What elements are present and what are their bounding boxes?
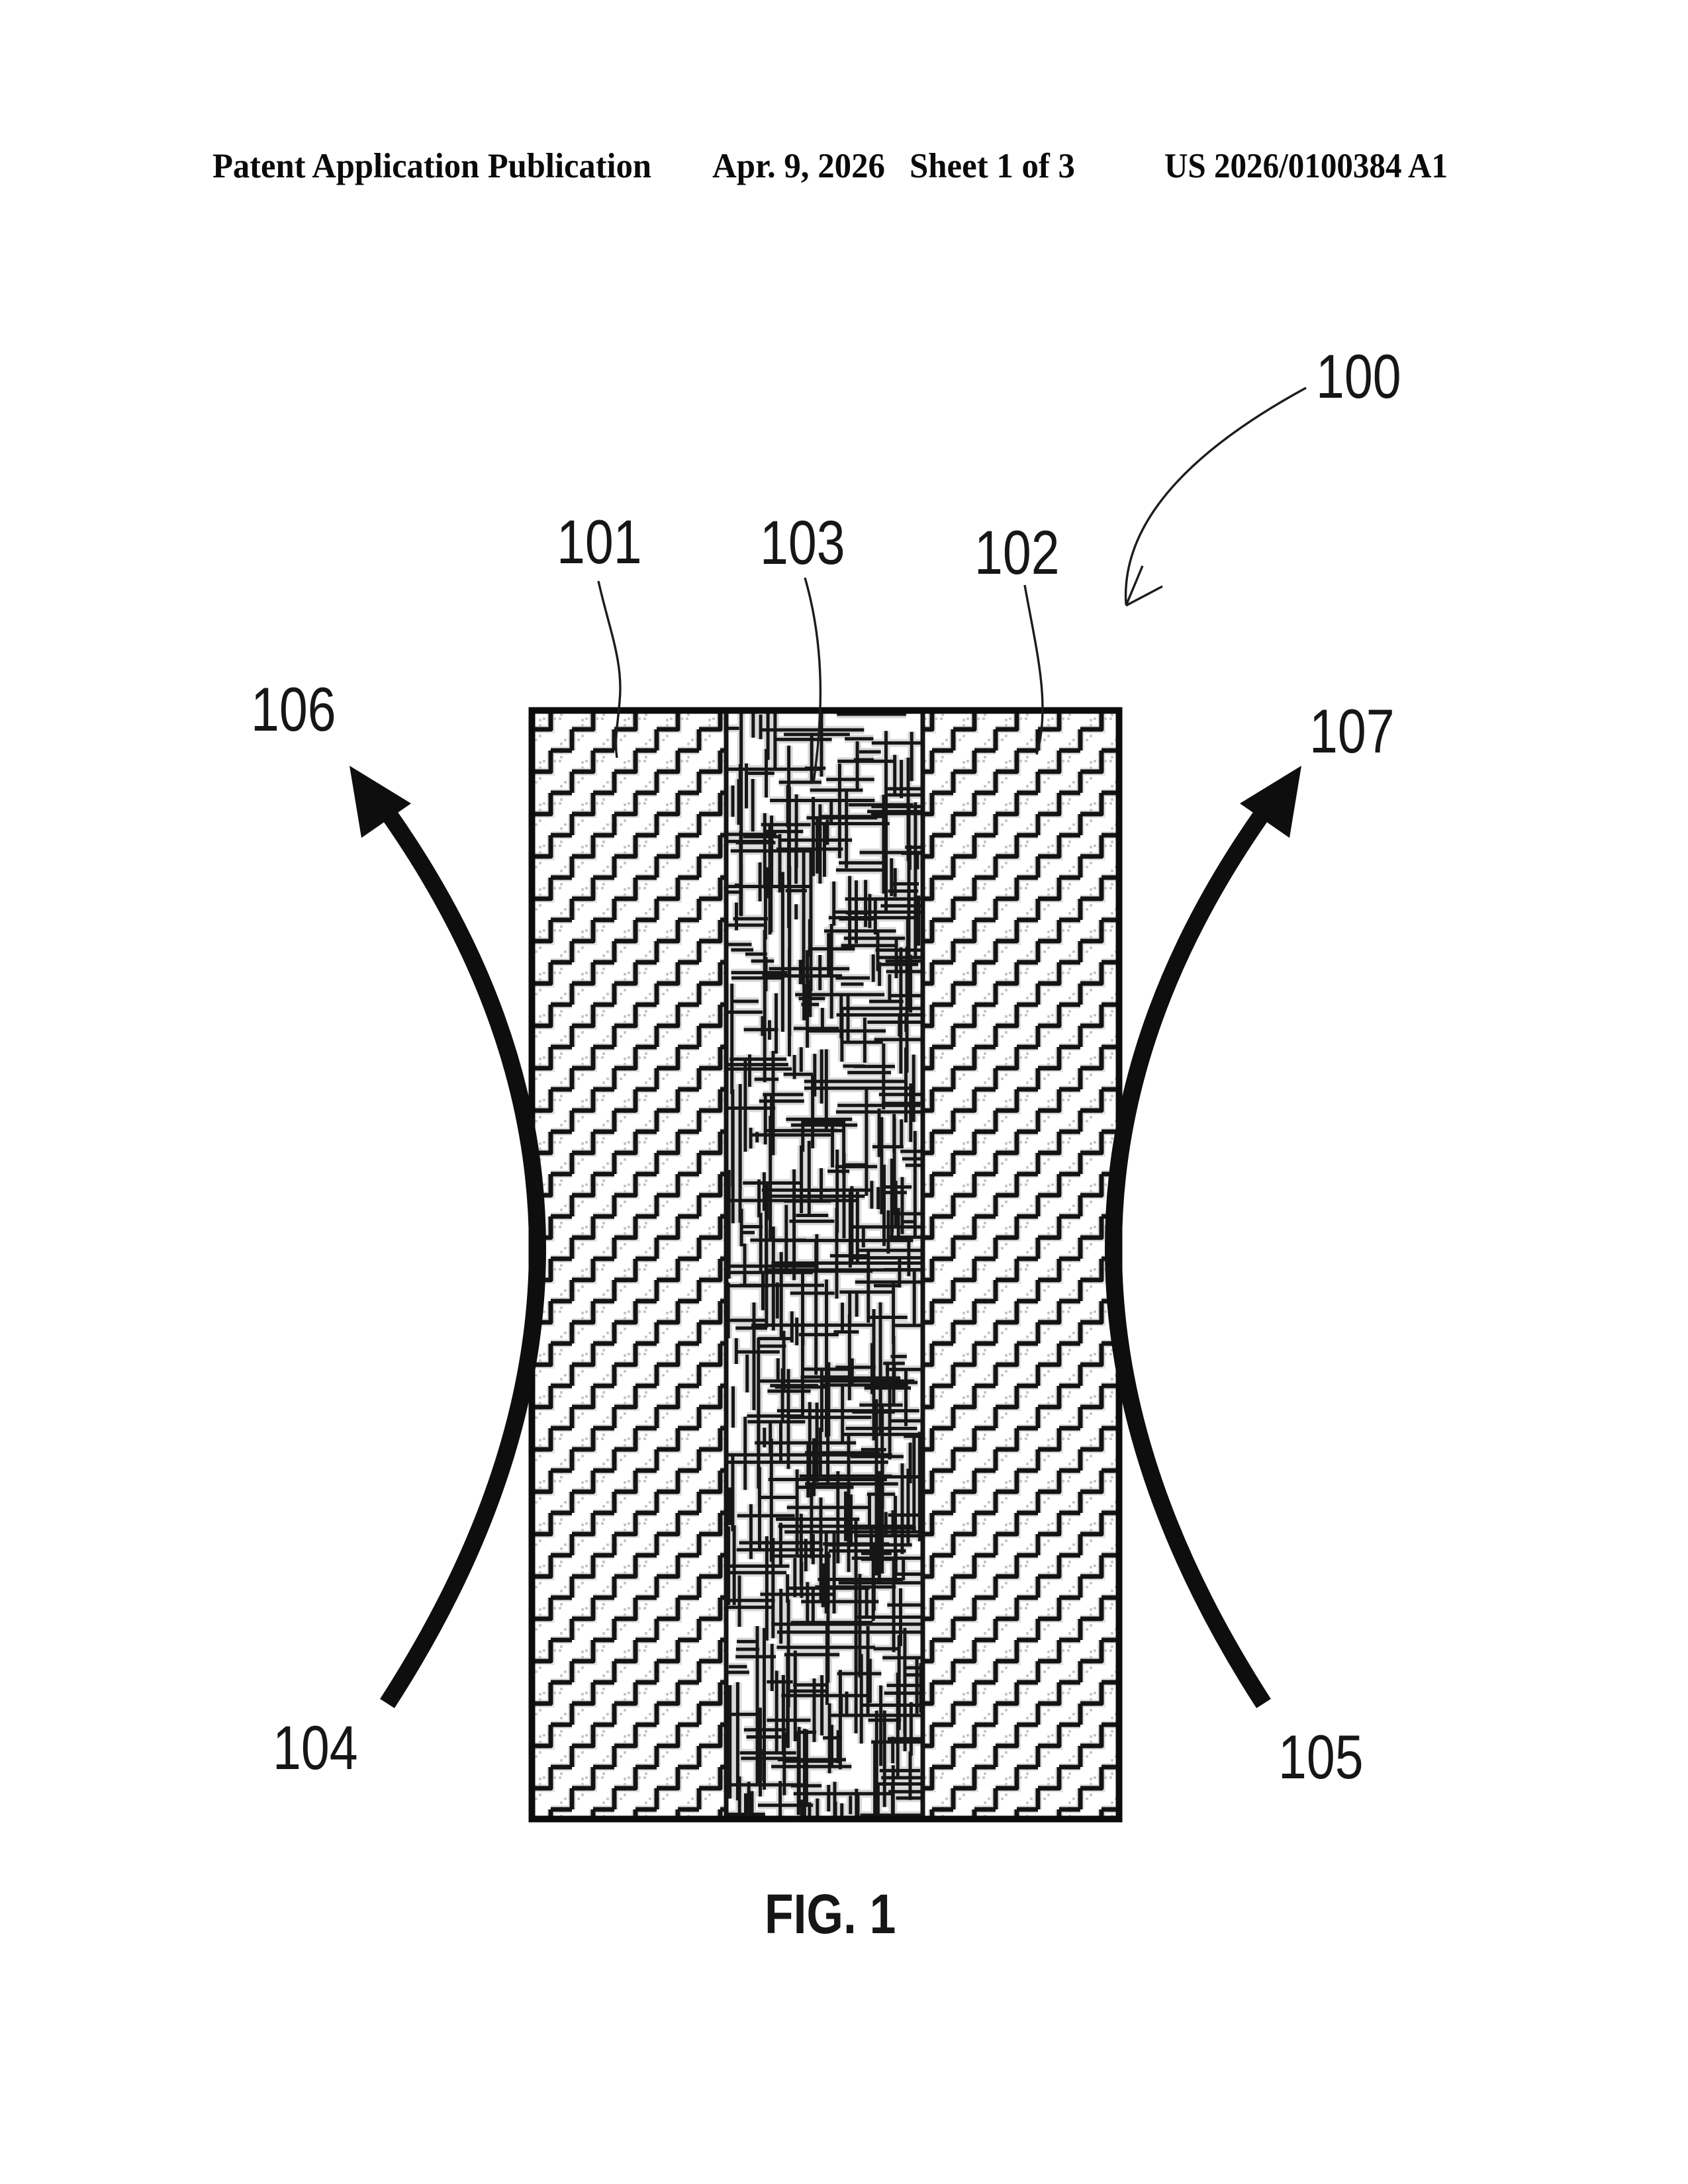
svg-text:Patent Application Publication: Patent Application Publication <box>212 147 651 185</box>
svg-text:US 2026/0100384 A1: US 2026/0100384 A1 <box>1164 147 1448 185</box>
svg-text:102: 102 <box>974 518 1060 588</box>
svg-text:100: 100 <box>1316 342 1401 412</box>
svg-text:Sheet 1 of 3: Sheet 1 of 3 <box>910 147 1075 185</box>
svg-text:103: 103 <box>760 508 845 578</box>
svg-text:FIG. 1: FIG. 1 <box>765 1882 896 1945</box>
svg-text:101: 101 <box>557 508 642 577</box>
svg-text:Apr. 9, 2026: Apr. 9, 2026 <box>712 147 885 185</box>
svg-text:107: 107 <box>1309 697 1395 766</box>
svg-text:106: 106 <box>251 675 336 745</box>
svg-text:105: 105 <box>1278 1723 1364 1792</box>
svg-text:104: 104 <box>273 1713 358 1783</box>
